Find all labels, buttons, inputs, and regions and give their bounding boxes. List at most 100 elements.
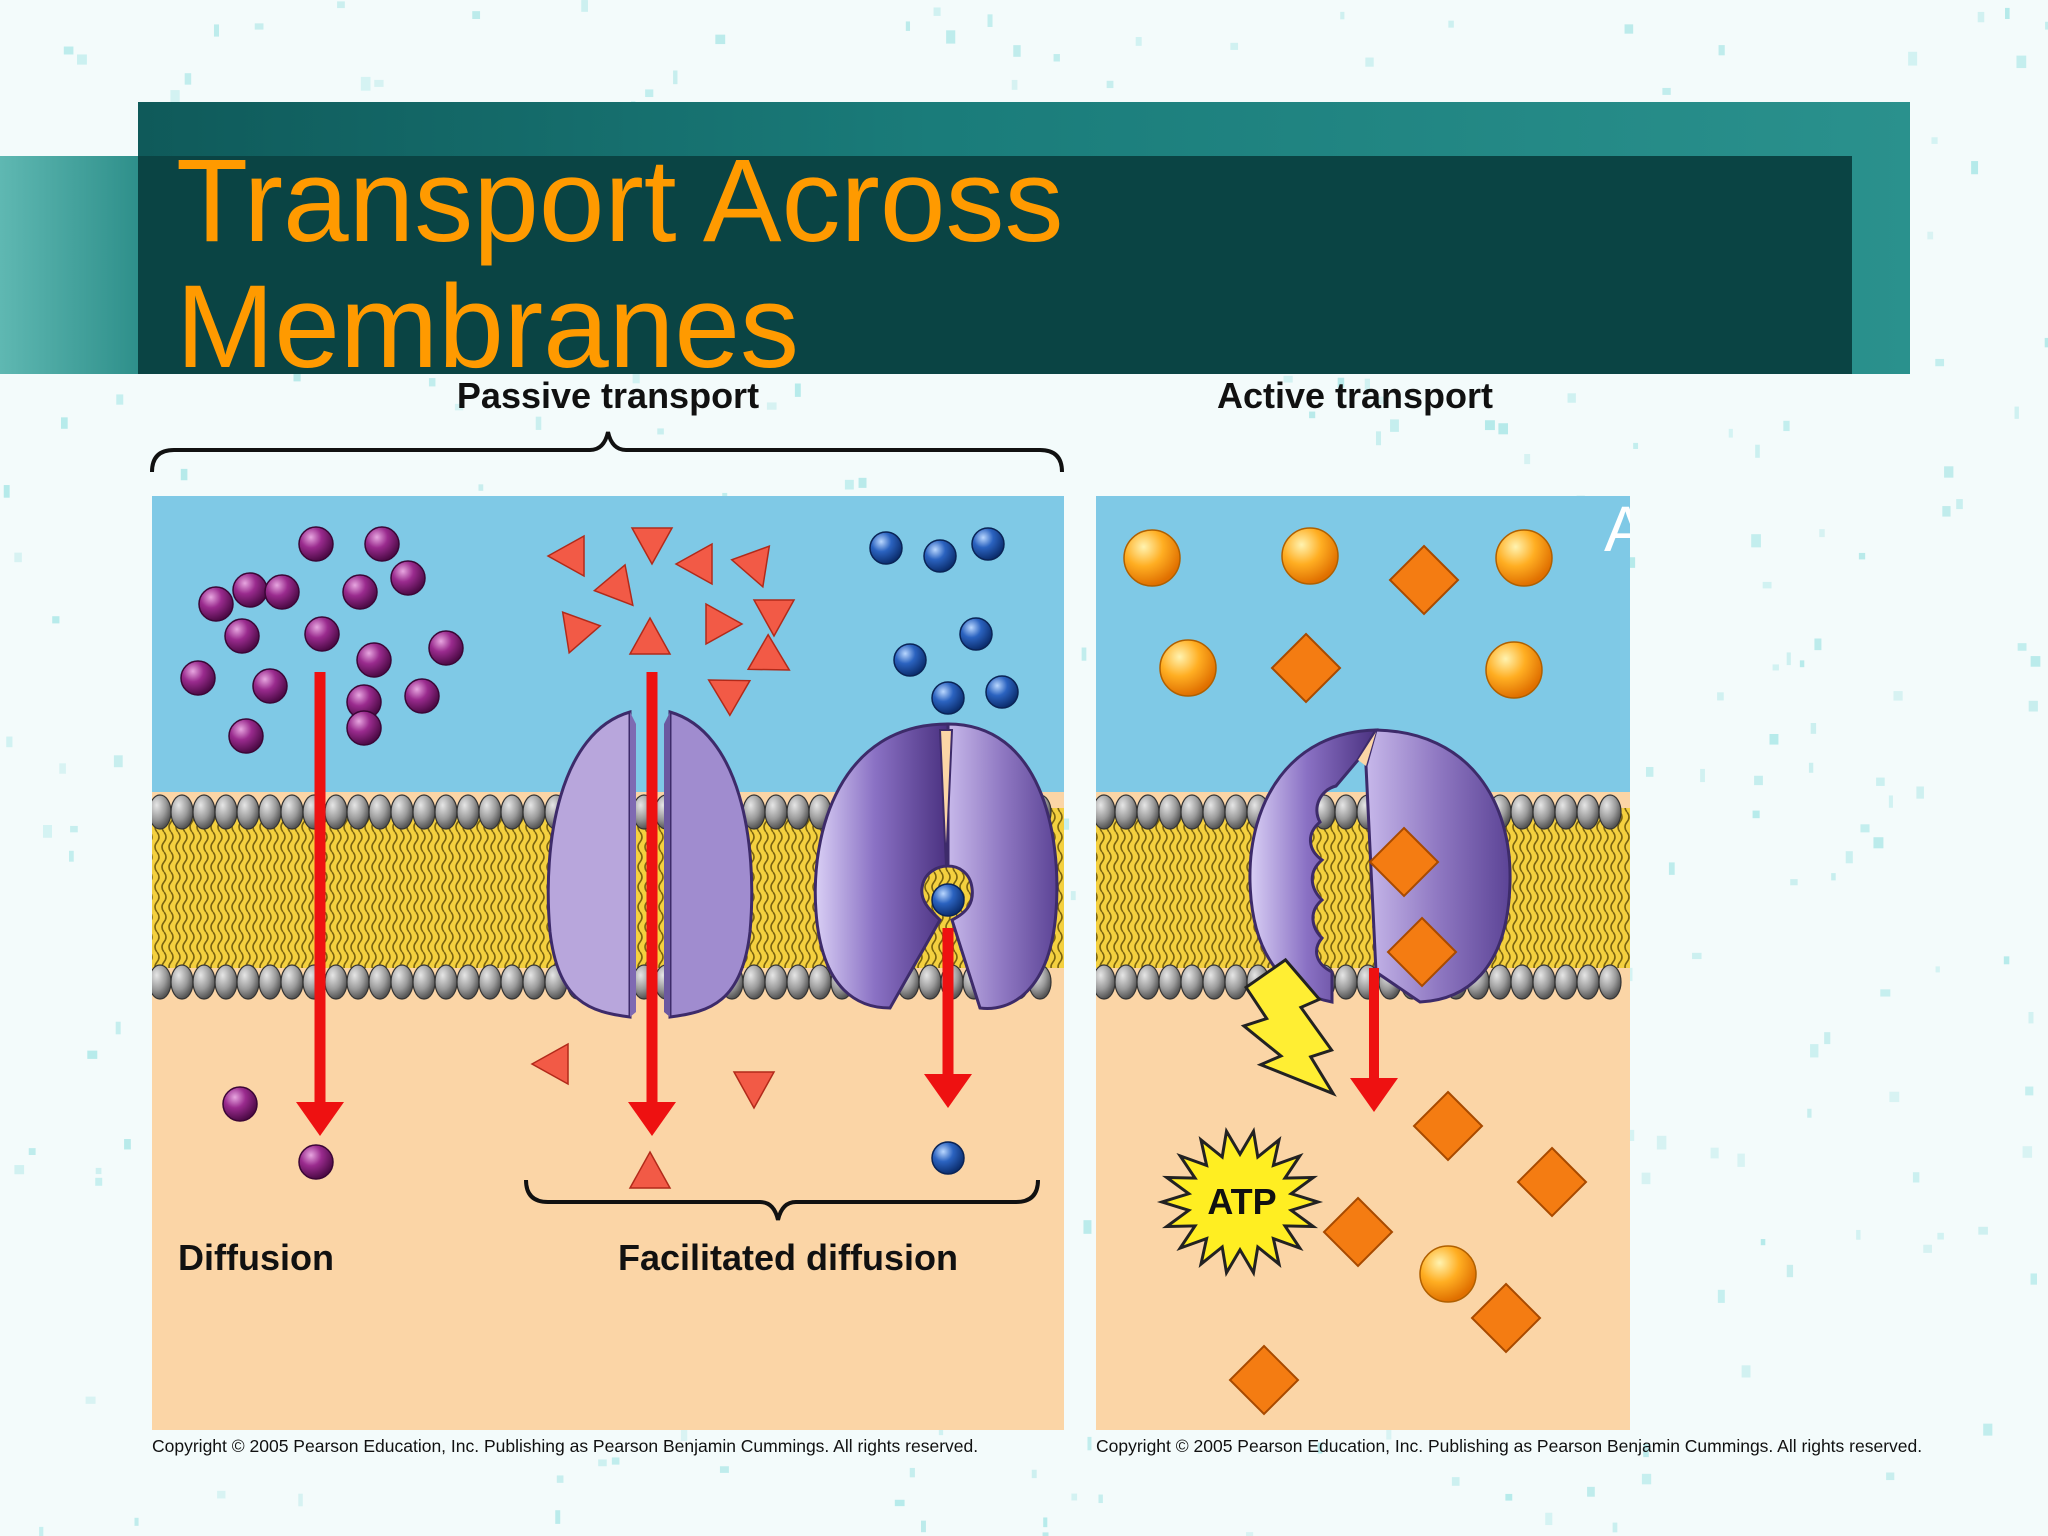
lipid-head [346, 794, 370, 830]
background-dot [1927, 231, 1934, 240]
purple-solute [356, 642, 392, 678]
lipid-head [192, 794, 216, 830]
background-dot [1629, 1129, 1635, 1141]
background-dot [2025, 1086, 2034, 1096]
background-dot [2028, 700, 2038, 712]
red-triangle-solute [674, 542, 713, 586]
purple-solute [342, 574, 378, 610]
lipid-head [764, 794, 788, 830]
atp-energy-bolt [1240, 957, 1337, 1097]
background-dot [657, 428, 664, 435]
lipid-head [1096, 794, 1116, 830]
orange-diamond-solute [1270, 632, 1342, 704]
background-dot [1098, 1494, 1103, 1504]
lipid-head [346, 964, 370, 1000]
background-dot [1451, 1477, 1460, 1486]
atp-starburst: ATP [1156, 1126, 1324, 1278]
background-dot [1246, 1532, 1254, 1536]
background-dot [1031, 1469, 1037, 1479]
background-dot [1587, 1486, 1595, 1497]
background-dot [134, 1517, 139, 1526]
lipid-head [412, 794, 436, 830]
background-dot [1087, 1436, 1092, 1451]
orange-diamond-solute [1322, 1196, 1394, 1268]
background-dot [1662, 87, 1671, 95]
background-dot [1889, 1091, 1900, 1103]
background-dot [1772, 664, 1779, 671]
background-dot [1769, 733, 1779, 745]
lipid-head [500, 794, 524, 830]
blue-solute [985, 675, 1019, 709]
background-dot [1624, 24, 1634, 34]
background-dot [1931, 137, 1938, 144]
background-dot [170, 90, 180, 104]
background-dot [894, 1499, 905, 1507]
lipid-head [258, 964, 282, 1000]
background-dot [1978, 1226, 1988, 1235]
purple-solute [304, 616, 340, 652]
orange-sphere-solute [1485, 641, 1543, 699]
atp-label: ATP [1207, 1181, 1276, 1222]
background-dot [95, 1167, 102, 1175]
background-dot [454, 403, 464, 411]
title-band-left-accent [0, 156, 150, 374]
lipid-head [1202, 794, 1226, 830]
background-dot [933, 7, 941, 16]
lipid-head [1576, 964, 1600, 1000]
background-dot [184, 73, 192, 85]
blue-solute [971, 527, 1005, 561]
background-dot [1390, 419, 1399, 432]
purple-solute [404, 678, 440, 714]
background-dot [1641, 1473, 1652, 1485]
background-dot [87, 1050, 98, 1059]
background-dot [766, 402, 777, 410]
lipid-head [1136, 964, 1160, 1000]
background-dot [1013, 45, 1021, 57]
background-dot [2016, 55, 2027, 69]
background-dot [68, 850, 74, 862]
lipid-head [1180, 794, 1204, 830]
background-dot [1912, 1172, 1920, 1183]
active-lipid-tails [1096, 808, 1630, 968]
background-dot [1524, 453, 1531, 465]
background-dot [478, 484, 484, 491]
background-dot [1071, 1493, 1078, 1501]
background-dot [1710, 1147, 1719, 1159]
background-dot [293, 373, 301, 382]
background-dot [113, 755, 123, 768]
background-dot [1070, 891, 1076, 901]
background-dot [1718, 45, 1725, 56]
lipid-head [236, 964, 260, 1000]
background-dot [1908, 51, 1918, 66]
background-dot [909, 1467, 915, 1478]
lipid-head [280, 964, 304, 1000]
lipid-head [434, 964, 458, 1000]
background-dot [1060, 818, 1070, 830]
background-dot [1845, 851, 1853, 864]
purple-solute [232, 572, 268, 608]
lipid-head [214, 794, 238, 830]
lipid-head [368, 794, 392, 830]
background-dot [116, 394, 124, 405]
facilitated-diffusion-bracket [524, 1179, 1040, 1221]
background-dot [1641, 1172, 1651, 1185]
background-dot [946, 30, 956, 44]
lipid-head [1202, 964, 1226, 1000]
background-dot [1944, 466, 1954, 478]
background-dot [556, 1475, 564, 1483]
lipid-head [1532, 964, 1556, 1000]
red-triangle-solute [592, 563, 634, 607]
lipid-head [258, 794, 282, 830]
background-dot [360, 76, 371, 91]
background-dot [1365, 57, 1374, 67]
background-dot [2045, 21, 2048, 30]
title-band-inner [138, 156, 1852, 374]
orange-diamond-solute [1470, 1282, 1542, 1354]
purple-solute [228, 718, 264, 754]
background-dot [1545, 1512, 1553, 1526]
lipid-head [324, 794, 348, 830]
background-dot [3, 485, 10, 498]
lipid-head [434, 794, 458, 830]
background-dot [1876, 777, 1885, 786]
background-dot [1309, 411, 1316, 419]
